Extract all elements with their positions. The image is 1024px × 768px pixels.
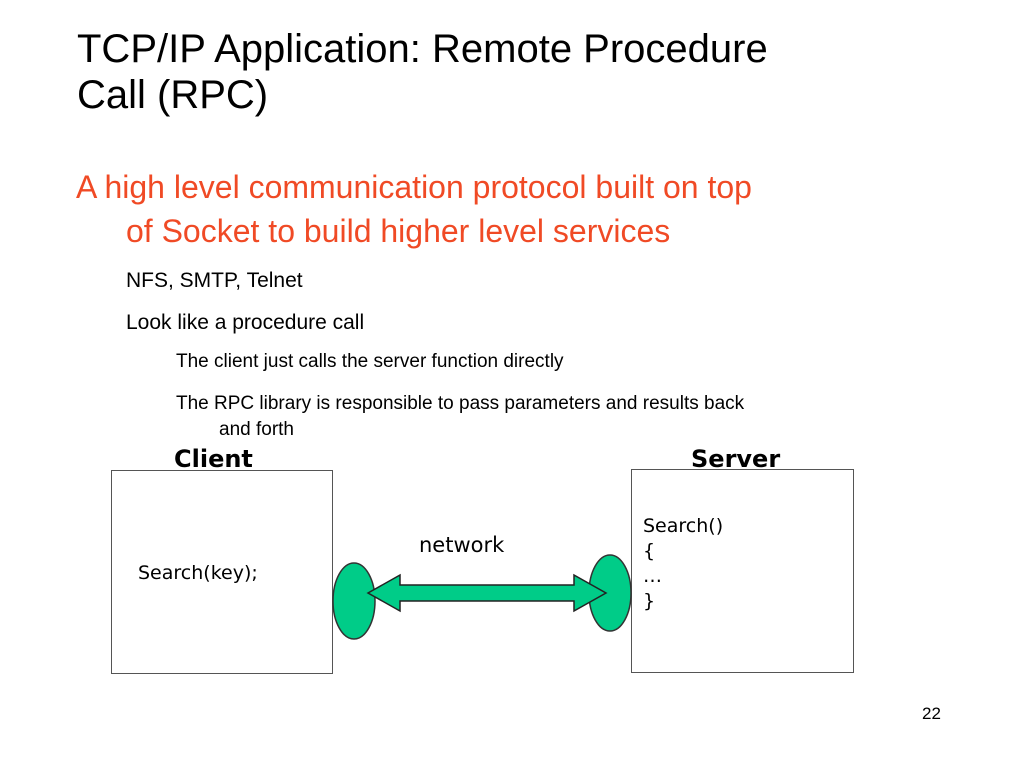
server-code-line: { <box>643 540 656 562</box>
client-socket-ellipse <box>332 562 376 640</box>
server-code-line: … <box>643 565 662 587</box>
server-code-line: Search() <box>643 515 724 537</box>
sub-sub-bullet-client-calls: The client just calls the server functio… <box>176 351 564 372</box>
server-label: Server <box>691 445 781 473</box>
main-bullet-line-2: of Socket to build higher level services <box>126 213 671 249</box>
double-arrow-icon <box>366 573 608 613</box>
page-number: 22 <box>922 704 941 723</box>
rpc-library-line-1: The RPC library is responsible to pass p… <box>176 393 745 414</box>
client-box <box>111 470 333 674</box>
main-bullet-line-1: A high level communication protocol buil… <box>76 169 752 205</box>
sub-bullet-procedure-call: Look like a procedure call <box>126 311 365 334</box>
server-code-line: } <box>643 590 656 612</box>
client-code: Search(key); <box>138 562 258 584</box>
client-label: Client <box>174 445 253 473</box>
sub-sub-bullet-rpc-library: The RPC library is responsible to pass p… <box>176 389 966 441</box>
title-line-2: Call (RPC) <box>77 73 269 117</box>
server-box <box>631 469 854 673</box>
server-code: Search() { … } <box>643 514 723 614</box>
slide-title: TCP/IP Application: Remote Procedure Cal… <box>77 26 977 118</box>
rpc-library-line-2: and forth <box>219 419 294 440</box>
title-line-1: TCP/IP Application: Remote Procedure <box>77 27 768 71</box>
main-bullet: A high level communication protocol buil… <box>76 165 956 253</box>
sub-bullet-protocols: NFS, SMTP, Telnet <box>126 269 303 292</box>
network-label: network <box>419 533 505 557</box>
